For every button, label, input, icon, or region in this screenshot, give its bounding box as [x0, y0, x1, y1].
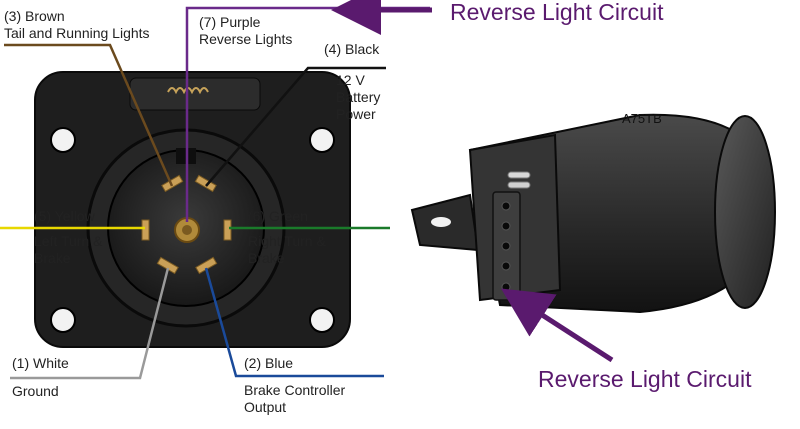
- label-purple-1: (7) Purple: [199, 14, 261, 30]
- terminal-white: [156, 256, 179, 275]
- flange-hole: [431, 217, 451, 227]
- label-black-4: Power: [336, 106, 376, 122]
- label-yellow-2: Left Turn &: [34, 233, 103, 249]
- socket-terminals: [141, 174, 232, 275]
- terminal-green: [223, 219, 232, 241]
- adapter-end-cap: [714, 115, 776, 309]
- reverse-circuit-callout-top: Reverse Light Circuit: [450, 0, 664, 25]
- adapter-part-number: A75TB: [622, 111, 662, 126]
- label-black-3: Battery: [336, 89, 380, 105]
- adapter-metal-pin: [507, 181, 531, 189]
- mounting-hole: [50, 127, 76, 153]
- label-brown-1: (3) Brown: [4, 8, 65, 24]
- label-yellow-1: (5) Yellow: [34, 208, 96, 224]
- label-blue-2: Brake Controller: [244, 382, 345, 398]
- flat-pin-hole: [501, 201, 511, 211]
- wire-brown: [4, 43, 174, 187]
- callout-arrow-bottom: [500, 288, 614, 363]
- flat-pin-hole: [501, 221, 511, 231]
- label-white-1: (1) White: [12, 355, 69, 371]
- label-black-1: (4) Black: [324, 41, 380, 57]
- socket-lid-hinge: [129, 77, 261, 111]
- terminal-black: [194, 174, 217, 193]
- wire-black: [205, 66, 386, 187]
- reverse-circuit-callout-bottom: Reverse Light Circuit: [538, 366, 752, 392]
- label-green-2: Right Turn &: [248, 233, 326, 249]
- label-white-2: Ground: [12, 383, 59, 399]
- wire-blue: [204, 267, 384, 378]
- adapter-metal-pin: [507, 171, 531, 179]
- flat-pin-hole: [501, 241, 511, 251]
- center-pin-core: [182, 225, 192, 235]
- seven-way-socket: [34, 71, 351, 348]
- wire-white: [10, 267, 170, 380]
- terminal-blue: [195, 256, 218, 275]
- flat-pin-hole-reverse: [501, 282, 511, 292]
- label-black-2: 12 V: [336, 72, 365, 88]
- label-brown-2: Tail and Running Lights: [4, 25, 150, 41]
- mounting-hole: [50, 307, 76, 333]
- mounting-hole: [309, 307, 335, 333]
- label-purple-2: Reverse Lights: [199, 31, 292, 47]
- mounting-hole: [309, 127, 335, 153]
- label-blue-1: (2) Blue: [244, 355, 293, 371]
- terminal-yellow: [141, 219, 150, 241]
- label-green-1: (6) Green: [248, 208, 308, 224]
- adapter-photo: A75TB: [410, 111, 776, 314]
- flat-pin-hole: [501, 261, 511, 271]
- label-blue-3: Output: [244, 399, 286, 415]
- label-yellow-3: Brake: [34, 250, 71, 266]
- pin-labels: (3) Brown Tail and Running Lights (7) Pu…: [4, 8, 380, 415]
- label-green-3: Brake: [248, 250, 285, 266]
